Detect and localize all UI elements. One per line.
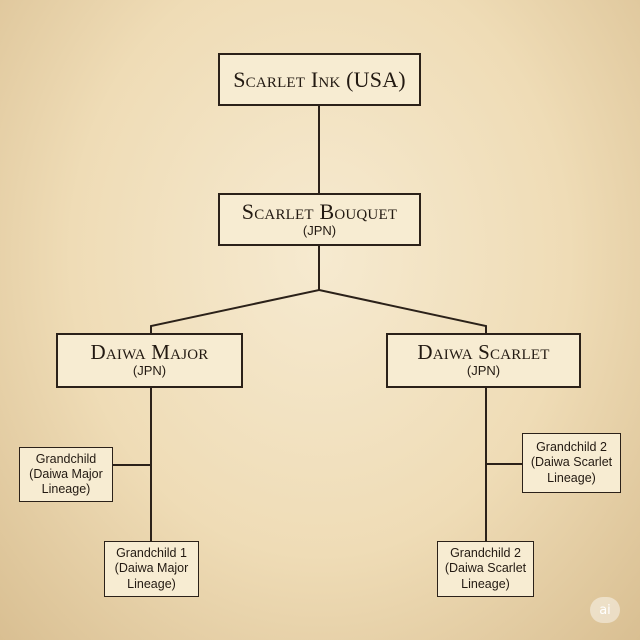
node-line: Lineage) (547, 470, 596, 485)
node-subtitle: (JPN) (132, 363, 167, 379)
node-scarlet-bouquet: Scarlet Bouquet (JPN) (218, 193, 421, 246)
node-grandchild-scarlet-right: Grandchild 2 (Daiwa Scarlet Lineage) (522, 433, 621, 493)
node-grandchild-major-left: Grandchild (Daiwa Major Lineage) (19, 447, 113, 502)
edge-bouquet-scarlet (317, 288, 487, 334)
node-daiwa-scarlet: Daiwa Scarlet (JPN) (386, 333, 581, 388)
node-line: Lineage) (127, 576, 176, 591)
node-line: (Daiwa Major (114, 561, 189, 576)
node-grandchild-major-bottom: Grandchild 1 (Daiwa Major Lineage) (104, 541, 199, 597)
node-daiwa-major: Daiwa Major (JPN) (56, 333, 243, 388)
node-line: Lineage) (41, 482, 91, 497)
node-line: Grandchild 2 (450, 546, 521, 561)
node-line: (Daiwa Major (29, 466, 103, 481)
node-title: Daiwa Major (90, 340, 209, 365)
node-scarlet-ink: Scarlet Ink (USA) (218, 53, 421, 106)
node-line: (Daiwa Scarlet (444, 561, 527, 576)
node-line: Grandchild 1 (116, 546, 187, 561)
node-line: (Daiwa Scarlet (530, 455, 613, 470)
node-grandchild-scarlet-bottom: Grandchild 2 (Daiwa Scarlet Lineage) (437, 541, 534, 597)
node-subtitle: (JPN) (466, 363, 501, 379)
watermark-text: ai (599, 602, 611, 618)
node-line: Grandchild 2 (536, 440, 607, 455)
edge-bouquet-major (150, 288, 321, 334)
ai-watermark-badge: ai (590, 597, 620, 623)
node-line: Grandchild (35, 451, 97, 466)
node-title: Scarlet Ink (USA) (233, 66, 406, 92)
node-title: Scarlet Bouquet (241, 198, 398, 224)
node-line: Lineage) (461, 576, 510, 591)
node-title: Daiwa Scarlet (417, 340, 550, 365)
node-subtitle: (JPN) (302, 222, 337, 238)
